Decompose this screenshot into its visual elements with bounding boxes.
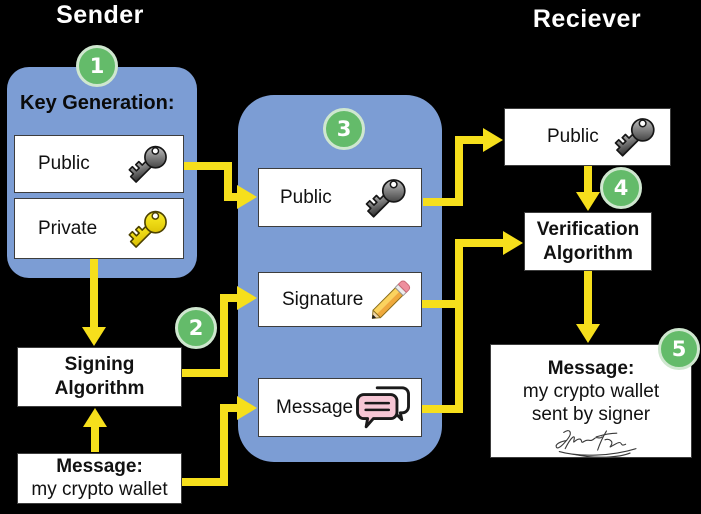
arrow-message-to-transfer — [182, 404, 240, 486]
gray-key-icon — [125, 141, 172, 188]
sender-message-title: Message: — [56, 455, 143, 477]
arrowhead — [83, 408, 107, 427]
signing-algorithm-line1: Signing — [64, 354, 135, 376]
arrowhead — [576, 324, 600, 343]
handwritten-signature-icon — [555, 429, 637, 457]
sender-key-generation-panel: Key Generation: Public Private — [7, 67, 197, 278]
receiver-message-line1: my crypto wallet — [522, 381, 660, 403]
arrowhead — [576, 192, 600, 211]
step-badge-1: 1 — [76, 45, 118, 87]
transfer-public-key-box: Public — [258, 168, 422, 227]
transfer-panel: Public Signature Message — [238, 95, 442, 462]
receiver-message-line2: sent by signer — [531, 404, 651, 426]
pencil-icon — [368, 278, 412, 323]
transfer-public-label: Public — [280, 186, 332, 208]
receiver-public-key-box: Public — [504, 108, 671, 166]
private-key-label: Private — [38, 217, 98, 239]
receiver-message-title: Message: — [547, 358, 635, 379]
gray-key-icon — [362, 174, 411, 223]
transfer-message-label: Message — [276, 396, 354, 418]
yellow-key-icon — [125, 205, 172, 253]
step-badge-3: 3 — [323, 108, 365, 150]
transfer-message-box: Message — [258, 378, 422, 437]
step-badge-2: 2 — [175, 307, 217, 349]
verification-algorithm-line1: Verification — [536, 218, 640, 240]
verification-algorithm-line2: Algorithm — [543, 242, 633, 264]
transfer-signature-label: Signature — [282, 288, 364, 310]
signing-algorithm-line2: Algorithm — [54, 378, 145, 399]
receiver-public-label: Public — [547, 126, 599, 147]
gray-key-icon — [611, 113, 660, 162]
chat-bubbles-icon — [356, 385, 410, 428]
sender-private-key-box: Private — [14, 198, 184, 259]
sender-message-box: Message: my crypto wallet — [17, 453, 182, 504]
key-generation-heading: Key Generation: — [20, 92, 175, 114]
sender-message-body: my crypto wallet — [31, 478, 168, 500]
step-badge-4: 4 — [600, 167, 642, 209]
receiver-title: Reciever — [532, 5, 642, 33]
signing-algorithm-box: Signing Algorithm — [17, 347, 182, 407]
public-key-label: Public — [38, 153, 90, 174]
arrowhead — [82, 327, 106, 346]
verification-algorithm-box: Verification Algorithm — [524, 212, 652, 271]
arrowhead — [483, 128, 503, 152]
step-badge-5: 5 — [658, 328, 700, 370]
sender-public-key-box: Public — [14, 135, 184, 193]
receiver-message-box: Message: my crypto wallet sent by signer — [490, 344, 692, 458]
sender-title: Sender — [56, 1, 144, 29]
arrowhead — [503, 231, 523, 255]
transfer-signature-box: Signature — [258, 272, 422, 327]
